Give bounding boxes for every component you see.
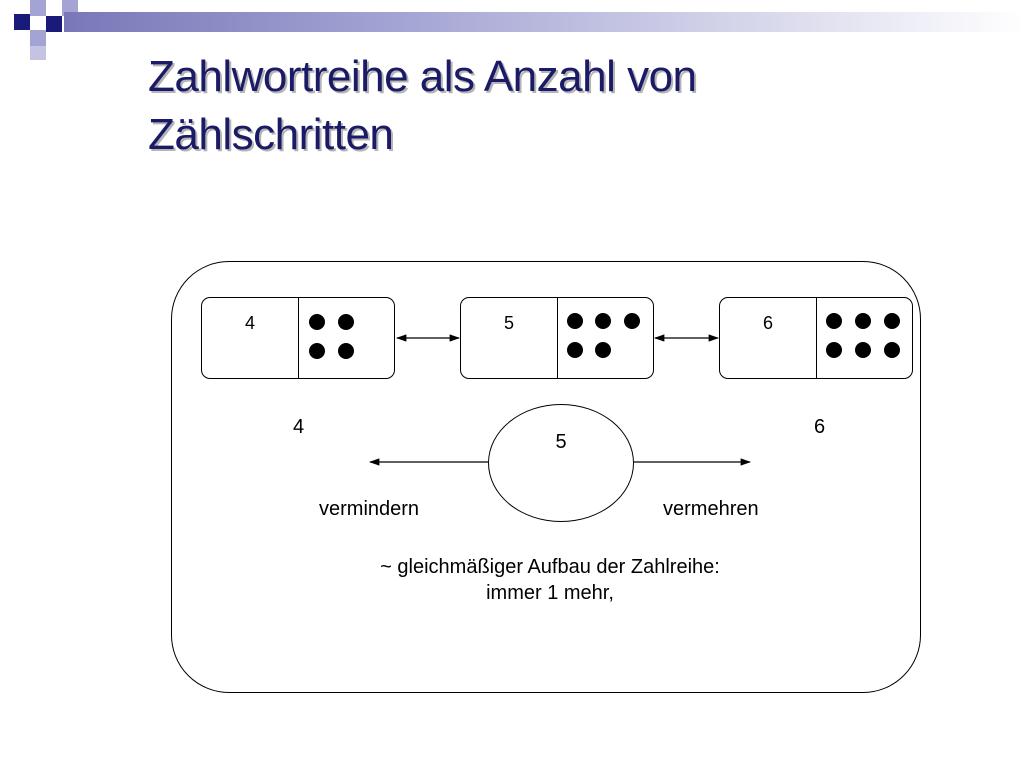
- dot: [855, 313, 871, 329]
- dot: [338, 314, 354, 330]
- title-bar-gradient: [64, 12, 1024, 32]
- deco-square-light-4: [30, 46, 46, 60]
- domino-number: 6: [762, 313, 773, 333]
- domino-divider: [298, 298, 299, 378]
- deco-square-light-2: [30, 30, 46, 46]
- dot: [567, 342, 583, 358]
- page-title-line-1: Zahlwortreihe als Anzahl von: [148, 52, 697, 101]
- left-number: 4: [293, 416, 305, 438]
- dot: [826, 342, 842, 358]
- label-vermindern: vermindern: [319, 498, 420, 520]
- dot: [595, 342, 611, 358]
- center-number: 5: [555, 431, 567, 453]
- dot: [595, 313, 611, 329]
- page-title: Zahlwortreihe als Anzahl von Zählschritt…: [148, 48, 968, 164]
- domino-6: 6: [719, 297, 913, 379]
- page-title-line-2: Zählschritten: [148, 110, 394, 159]
- center-ellipse: [488, 404, 634, 522]
- dot: [338, 343, 354, 359]
- label-vermehren: vermehren: [663, 498, 759, 520]
- dot: [826, 313, 842, 329]
- dot: [884, 313, 900, 329]
- dot: [624, 313, 640, 329]
- deco-square-dark-1: [14, 14, 30, 30]
- domino-4: 4: [201, 297, 395, 379]
- dot: [309, 343, 325, 359]
- domino-5: 5: [460, 297, 654, 379]
- note-line-2: immer 1 mehr,: [486, 582, 614, 604]
- domino-number: 4: [244, 313, 255, 333]
- domino-divider: [557, 298, 558, 378]
- deco-square-light-1: [30, 0, 46, 16]
- domino-divider: [816, 298, 817, 378]
- dot: [884, 342, 900, 358]
- note-line-1: ~ gleichmäßiger Aufbau der Zahlreihe:: [380, 556, 720, 578]
- right-number: 6: [814, 416, 826, 438]
- deco-square-dark-2: [46, 16, 62, 32]
- dot: [855, 342, 871, 358]
- dot: [309, 314, 325, 330]
- diagram-frame: [171, 261, 921, 693]
- note-text: ~ gleichmäßiger Aufbau der Zahlreihe: im…: [290, 554, 810, 606]
- domino-number: 5: [503, 313, 514, 333]
- dot: [567, 313, 583, 329]
